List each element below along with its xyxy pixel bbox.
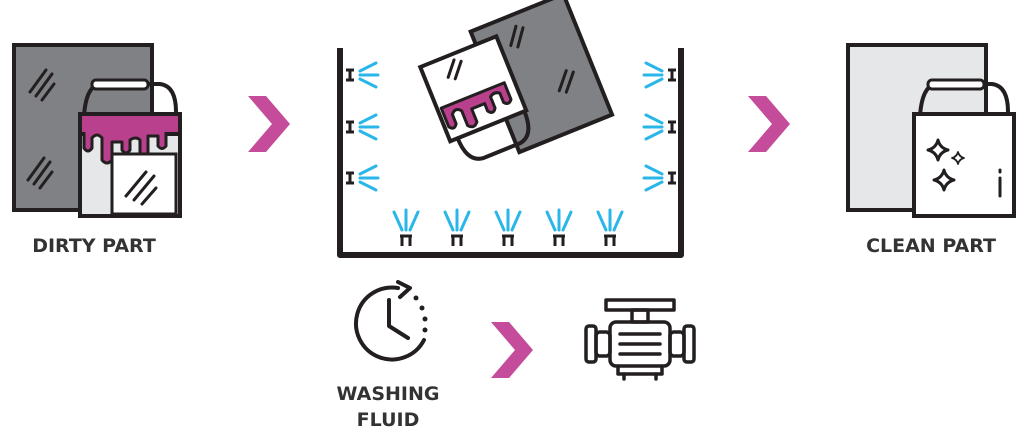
arrow-right-icon bbox=[748, 96, 790, 152]
washing-tank-icon bbox=[340, 0, 681, 255]
dirty-part-label: DIRTY PART bbox=[32, 235, 156, 257]
pump-motor-icon bbox=[586, 300, 694, 379]
part-being-washed-icon bbox=[415, 0, 612, 175]
washing-fluid-label-line2: FLUID bbox=[357, 409, 420, 431]
clean-part-label: CLEAN PART bbox=[866, 235, 996, 257]
dirty-part-icon bbox=[14, 45, 180, 216]
clock-icon bbox=[356, 282, 427, 359]
arrow-right-icon bbox=[248, 96, 290, 152]
arrow-right-icon bbox=[491, 322, 533, 378]
clean-part-icon bbox=[848, 45, 1014, 216]
washing-fluid-label-line1: WASHING bbox=[337, 383, 440, 405]
